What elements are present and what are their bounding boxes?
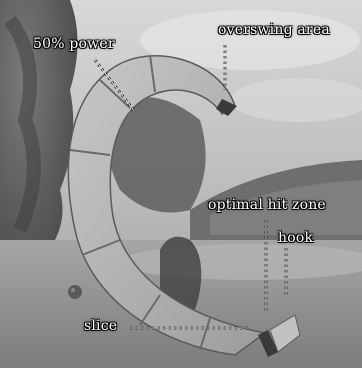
- label-overswing-area: overswing area: [218, 22, 330, 38]
- label-slice: slice: [84, 318, 117, 334]
- label-optimal-hit-zone: optimal hit zone: [208, 197, 326, 213]
- label-hook: hook: [278, 230, 313, 246]
- label-50-power: 50% power: [33, 36, 115, 52]
